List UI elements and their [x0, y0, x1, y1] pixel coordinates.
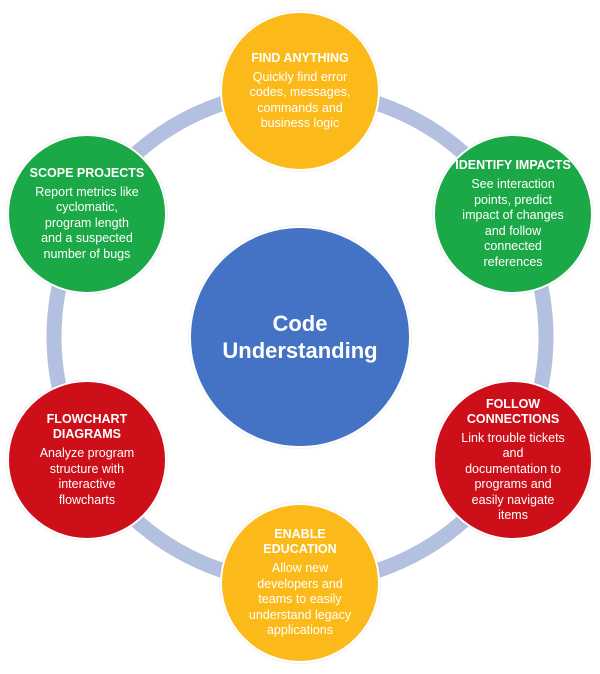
center-node-code-understanding: Code Understanding — [189, 226, 411, 448]
node-description: See interaction points, predict impact o… — [462, 177, 564, 269]
node-description: Analyze program structure with interacti… — [39, 446, 135, 507]
node-description: Link trouble tickets and documentation t… — [461, 430, 565, 523]
node-title: SCOPE PROJECTS — [29, 165, 145, 180]
node-find-anything: FIND ANYTHING Quickly find error codes, … — [220, 11, 380, 171]
node-scope-projects: SCOPE PROJECTS Report metrics like cyclo… — [6, 134, 167, 294]
node-description: Quickly find error codes, messages, comm… — [249, 69, 351, 131]
center-label: Code Understanding — [222, 311, 378, 363]
node-title: FIND ANYTHING — [251, 50, 349, 65]
node-description: Allow new developers and teams to easily… — [248, 561, 352, 638]
node-follow-connections: FOLLOW CONNECTIONS Link trouble tickets … — [433, 380, 594, 540]
node-title: ENABLE EDUCATION — [263, 527, 337, 557]
node-title: FOLLOW CONNECTIONS — [466, 396, 560, 426]
node-title: FLOWCHART DIAGRAMS — [46, 412, 128, 441]
node-description: Report metrics like cyclomatic, program … — [35, 184, 139, 261]
node-identify-impacts: IDENTIFY IMPACTS See interaction points,… — [433, 134, 594, 294]
node-enable-education: ENABLE EDUCATION Allow new developers an… — [220, 503, 380, 663]
node-flowchart-diagrams: FLOWCHART DIAGRAMS Analyze program struc… — [6, 380, 167, 540]
node-title: IDENTIFY IMPACTS — [455, 158, 571, 172]
